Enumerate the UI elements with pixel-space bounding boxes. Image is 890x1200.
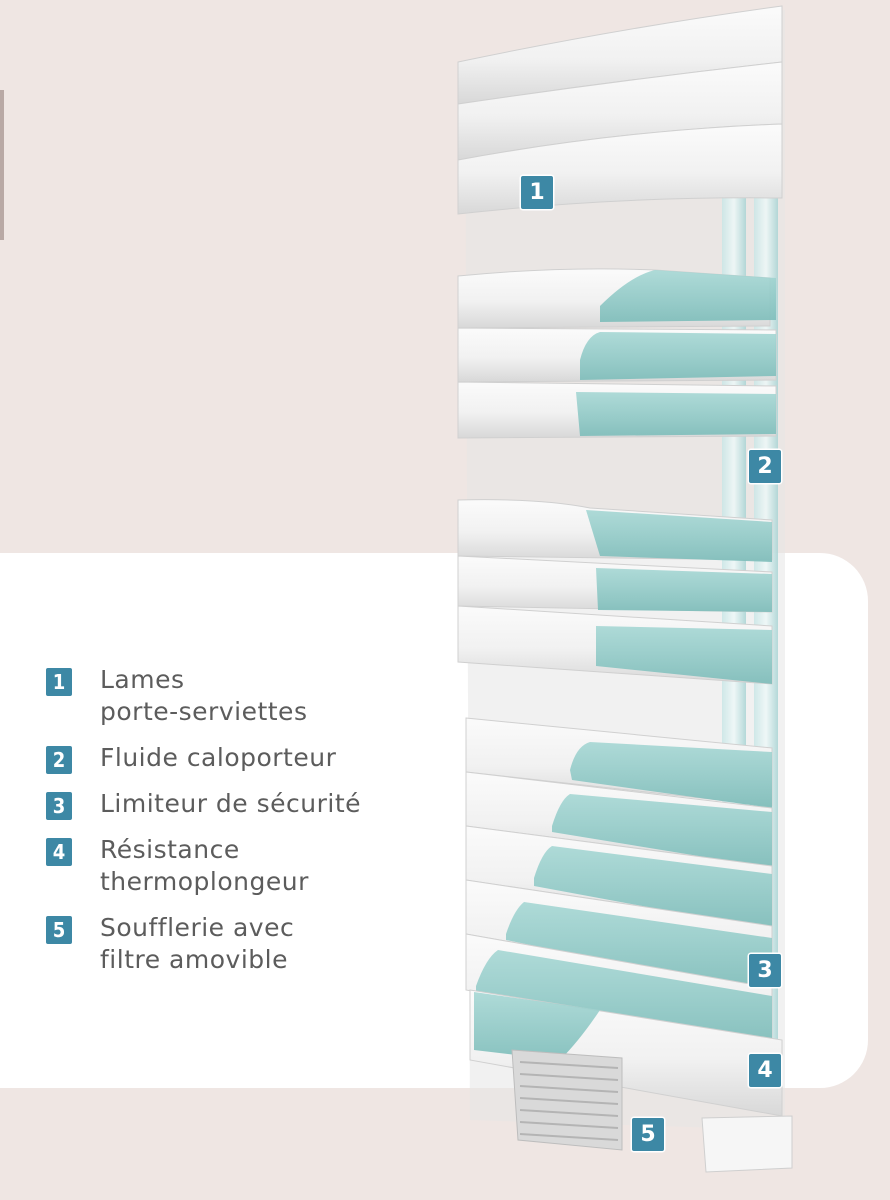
legend-text: Résistance thermoplongeur bbox=[100, 834, 309, 898]
legend-line: Résistance bbox=[100, 835, 240, 864]
marker-1-slats: 1 bbox=[521, 176, 553, 209]
legend-badge: 3 bbox=[46, 792, 72, 820]
legend-badge: 5 bbox=[46, 916, 72, 944]
legend-line: Soufflerie avec bbox=[100, 913, 295, 942]
marker-3-limiter: 3 bbox=[749, 954, 781, 987]
legend-item-1: 1 Lames porte-serviettes bbox=[46, 664, 426, 728]
slat-group-4 bbox=[465, 717, 773, 1047]
legend-item-5: 5 Soufflerie avec filtre amovible bbox=[46, 912, 426, 976]
slat-group-top bbox=[457, 5, 783, 215]
legend-line: porte-serviettes bbox=[100, 697, 308, 726]
legend-text: Soufflerie avec filtre amovible bbox=[100, 912, 294, 976]
slat-group-3 bbox=[457, 499, 773, 685]
blower-grille bbox=[511, 1049, 623, 1151]
legend-badge: 4 bbox=[46, 838, 72, 866]
control-box bbox=[701, 1115, 793, 1173]
legend-line: Fluide caloporteur bbox=[100, 743, 337, 772]
legend-line: filtre amovible bbox=[100, 945, 288, 974]
legend-badge: 1 bbox=[46, 668, 72, 696]
marker-2-fluid: 2 bbox=[749, 450, 781, 483]
legend-line: Limiteur de sécurité bbox=[100, 789, 362, 818]
legend-list: 1 Lames porte-serviettes 2 Fluide calopo… bbox=[46, 664, 426, 990]
legend-item-2: 2 Fluide caloporteur bbox=[46, 742, 426, 774]
legend-badge: 2 bbox=[46, 746, 72, 774]
slat-group-2 bbox=[457, 268, 777, 439]
bottom-fluid bbox=[474, 992, 600, 1060]
legend-item-4: 4 Résistance thermoplongeur bbox=[46, 834, 426, 898]
legend-text: Limiteur de sécurité bbox=[100, 788, 361, 820]
marker-5-blower: 5 bbox=[632, 1118, 664, 1151]
legend-item-3: 3 Limiteur de sécurité bbox=[46, 788, 426, 820]
marker-4-resistance: 4 bbox=[749, 1054, 781, 1087]
legend-line: Lames bbox=[100, 665, 185, 694]
left-edge-bar bbox=[0, 90, 4, 240]
legend-text: Fluide caloporteur bbox=[100, 742, 336, 774]
legend-text: Lames porte-serviettes bbox=[100, 664, 307, 728]
legend-line: thermoplongeur bbox=[100, 867, 309, 896]
